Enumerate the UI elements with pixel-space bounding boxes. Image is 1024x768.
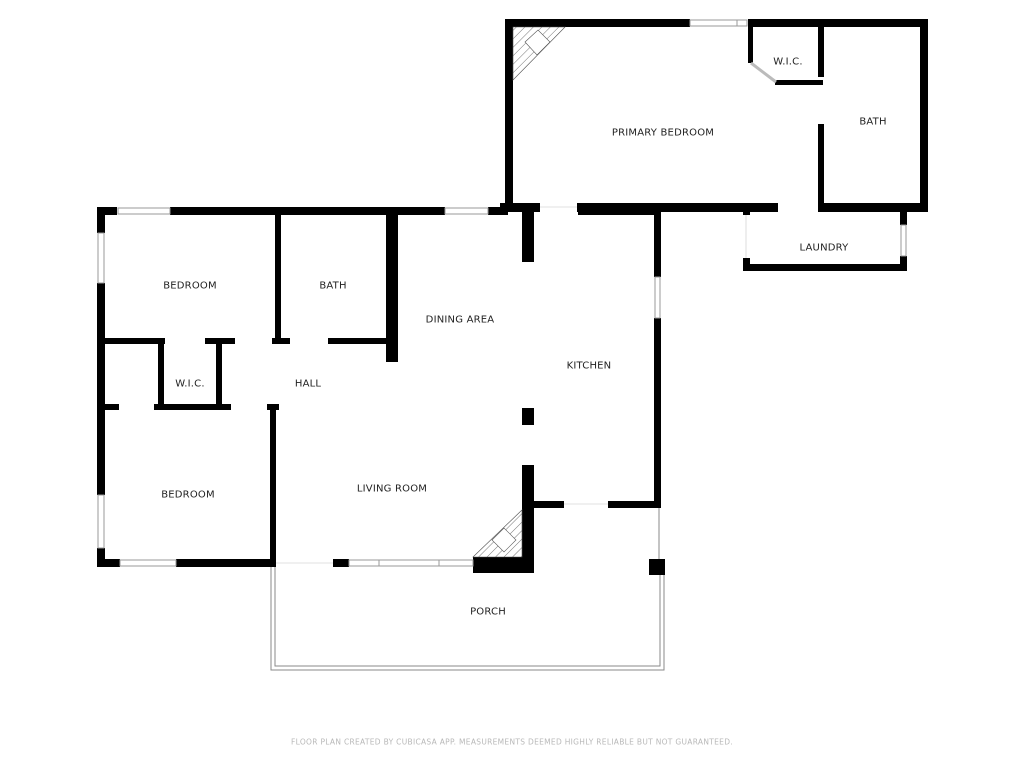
room-label-bedroom-1: BEDROOM xyxy=(163,280,217,292)
laundry-walls xyxy=(743,203,907,271)
disclaimer-footer: FLOOR PLAN CREATED BY CUBICASA APP. MEAS… xyxy=(291,737,733,747)
room-label-porch: PORCH xyxy=(470,606,506,618)
wic-door xyxy=(750,61,777,84)
room-label-kitchen: KITCHEN xyxy=(566,360,612,372)
room-label-wic: W.I.C. xyxy=(175,378,205,390)
room-label-hall: HALL xyxy=(294,378,322,390)
room-label-bedroom-2: BEDROOM xyxy=(161,489,215,501)
room-label-dining-area: DINING AREA xyxy=(425,314,495,326)
laundry-window xyxy=(900,224,907,257)
room-label-primary-wic: W.I.C. xyxy=(773,56,803,68)
porch-outline xyxy=(270,508,665,671)
stair-hatch xyxy=(512,26,566,81)
door-openings xyxy=(276,206,608,564)
windows xyxy=(97,207,661,567)
stair-hatch xyxy=(472,509,523,558)
primary-suite-walls xyxy=(500,19,928,212)
room-label-laundry: LAUNDRY xyxy=(799,242,849,254)
window xyxy=(689,19,748,27)
main-house-walls xyxy=(97,207,665,575)
room-label-bath: BATH xyxy=(319,280,347,292)
room-label-primary-bedroom: PRIMARY BEDROOM xyxy=(611,127,715,139)
room-label-living-room: LIVING ROOM xyxy=(356,483,428,495)
room-label-primary-bath: BATH xyxy=(859,116,887,128)
